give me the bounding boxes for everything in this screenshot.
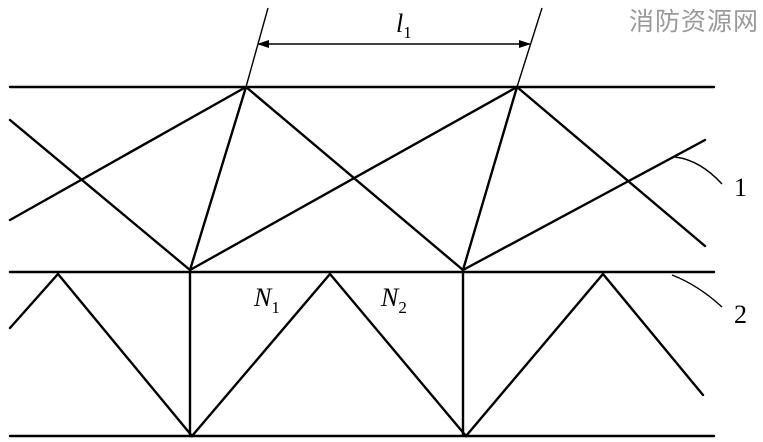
callout-label-2: 2	[734, 300, 747, 329]
node-label-n1: N1	[253, 283, 280, 317]
callout-leader-1	[674, 156, 723, 185]
upper-member-line	[8, 85, 248, 222]
upper-member-line	[188, 85, 248, 272]
callout-leader-2	[671, 274, 723, 308]
upper-member-line	[8, 118, 192, 272]
upper-member-line	[461, 85, 519, 272]
upper-member-line	[461, 138, 707, 272]
dimension-label: l1	[396, 9, 412, 42]
upper-member-line	[244, 85, 465, 272]
lower-zigzag-line	[8, 272, 705, 438]
extension-line-right	[516, 7, 543, 88]
upper-member-line	[515, 85, 707, 248]
watermark: 消防资源网	[628, 7, 759, 36]
callout-label-1: 1	[734, 173, 747, 202]
node-label-n2: N2	[380, 283, 407, 317]
extension-line-left	[245, 7, 269, 88]
